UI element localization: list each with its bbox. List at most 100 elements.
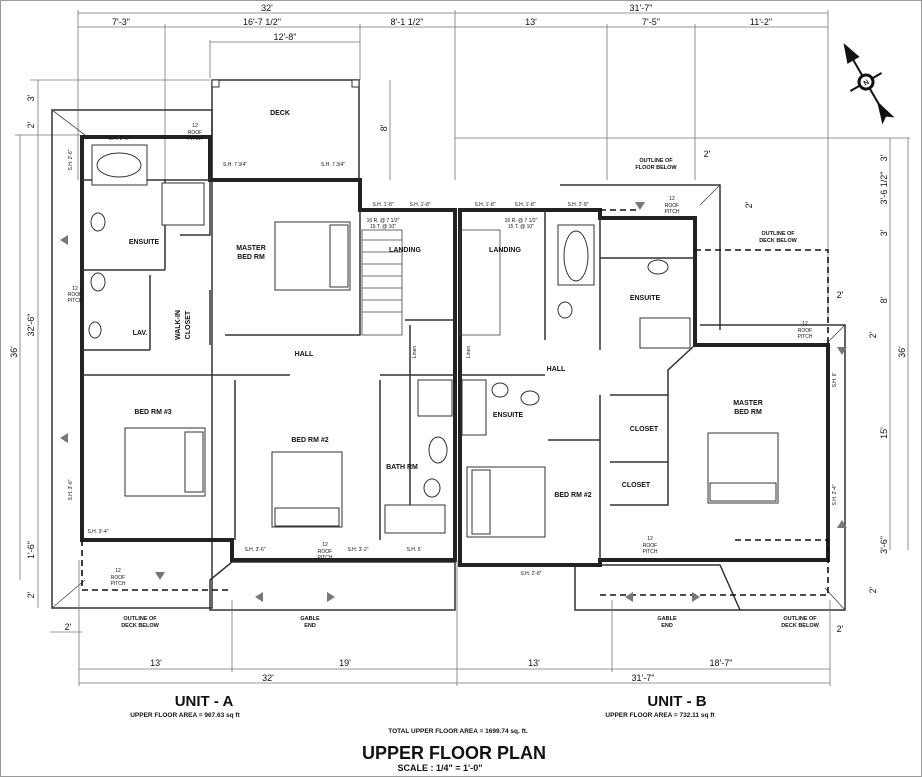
room-label-bed2-b: BED RM #2 [554, 492, 591, 499]
unit-b-area: UPPER FLOOR AREA = 732.11 sq ft [605, 712, 715, 719]
note-outline-floor-2: FLOOR BELOW [635, 165, 677, 171]
note-gable-b-2: END [661, 623, 673, 629]
dim-right-2c: 2' [837, 290, 844, 300]
room-label-walkin-a-2: CLOSET [185, 310, 192, 339]
roof-pitch-symbol: 12 ROOF PITCH [68, 286, 83, 304]
roof-pitch-symbol: 12 ROOF PITCH [643, 536, 658, 555]
room-label-hall-a: HALL [295, 351, 314, 358]
dim-left-bottom-2: 2' [65, 622, 72, 632]
roof-pitch-symbol: 12 ROOF PITCH [798, 321, 813, 340]
window-labels: S.H. 2'-6" S.H. 7 3/4" S.H. 7 3/4" S.H. … [68, 136, 838, 577]
dim-bot-b-2: 18'-7" [710, 658, 733, 668]
roof-pitch-label: ROOF [798, 328, 812, 334]
roof-pitch-number: 12 [192, 123, 198, 129]
fixtures [88, 144, 779, 538]
note-outline-deck-b-2: DECK BELOW [781, 623, 819, 629]
top-dimensions: 32' 7'-3" 16'-7 1/2" 8'-1 1/2" 12'-8" 31… [77, 3, 829, 320]
room-label-bath-a: BATH RM [386, 464, 418, 471]
unit-a-area: UPPER FLOOR AREA = 967.63 sq ft [130, 712, 240, 719]
dashed-outlines [81, 209, 829, 596]
dim-deck-8: 8' [379, 124, 389, 131]
dim-right-2b: 2' [868, 586, 878, 593]
note-outline-deck-b-top: OUTLINE OF [761, 231, 795, 237]
window-label: S.H. 7 3/4" [321, 162, 345, 168]
roof-pitch-label-2: PITCH [318, 555, 333, 561]
title-block: UNIT - A UPPER FLOOR AREA = 967.63 sq ft… [130, 693, 715, 773]
stair-risers-b: 16 R. @ 7 1/2" [505, 218, 538, 224]
roof-pitch-symbol: 12 ROOF PITCH [665, 196, 680, 215]
room-label-hall-b: HALL [547, 366, 566, 373]
window-label: S.H. 6' [832, 373, 838, 388]
roof-pitch-label-2: PITCH [111, 581, 126, 587]
room-label-walkin-a: WALK-IN [175, 310, 182, 340]
left-dimensions: 3' 2' 36' 32'-6" 1'-6" 2' 2' 8' [9, 79, 391, 633]
window-label: S.H. 3'-6" [68, 479, 74, 500]
dim-bot-b-1: 13' [528, 658, 540, 668]
unit-b-room-labels: LANDING ENSUITE HALL ENSUITE CLOSET CLOS… [412, 218, 763, 499]
dim-right-15: 15' [879, 427, 889, 439]
roof-pitch-symbol: 12 ROOF PITCH [111, 568, 126, 587]
dim-top-a-total: 32' [261, 3, 273, 13]
roof-outline [51, 109, 846, 611]
roof-pitch-number: 12 [647, 536, 653, 542]
dim-right-3a: 3' [879, 154, 889, 161]
stair-a [362, 239, 402, 313]
north-label: N [863, 79, 871, 88]
roof-pitch-symbol: 12 ROOF PITCH [318, 542, 333, 561]
room-label-deck: DECK [270, 110, 290, 117]
roof-pitch-number: 12 [72, 286, 78, 292]
dim-bot-a-total: 32' [262, 673, 274, 683]
roof-pitch-number: 12 [115, 568, 121, 574]
room-label-bed2-a: BED RM #2 [291, 437, 328, 444]
roof-pitch-label-2: PITCH [798, 334, 813, 340]
roof-pitch-label: ROOF [318, 549, 332, 555]
linen-label-b: Linen [466, 346, 472, 358]
dim-left-3: 3' [26, 94, 36, 101]
roof-pitch-label: ROOF [111, 575, 125, 581]
plan-title: UPPER FLOOR PLAN [362, 743, 546, 763]
dim-top-a-2: 16'-7 1/2" [243, 17, 281, 27]
room-label-master-b-2: BED RM [734, 409, 762, 416]
note-outline-floor: OUTLINE OF [639, 158, 673, 164]
bottom-dimensions: 13' 19' 32' 13' 18'-7" 31'-7" [78, 560, 831, 686]
unit-b-walls [458, 208, 830, 567]
dim-right-3b: 3' [879, 229, 889, 236]
roof-pitch-label: ROOF [643, 543, 657, 549]
unit-a-walls [80, 135, 457, 562]
dim-b-2-top: 2' [704, 149, 711, 159]
roof-pitch-label-2: PITCH [68, 298, 83, 304]
window-label: S.H. 1'-8" [514, 202, 535, 208]
window-label: S.H. 1'-8" [372, 202, 393, 208]
window-label: S.H. 1'-8" [474, 202, 495, 208]
room-label-closet-b-1: CLOSET [630, 426, 659, 433]
note-outline-deck-a: OUTLINE OF [123, 616, 157, 622]
dim-bot-b-total: 31'-7" [632, 673, 655, 683]
note-gable-a-2: END [304, 623, 316, 629]
stair-treads-b: 15 T. @ 10" [508, 224, 534, 230]
roof-pitch-label: ROOF [68, 292, 82, 298]
room-label-master-b: MASTER [733, 400, 763, 407]
note-outline-deck-b-top-2: DECK BELOW [759, 238, 797, 244]
dim-right-2d: 2' [837, 624, 844, 634]
roof-pitch-label: ROOF [665, 203, 679, 209]
window-label: S.H. 2'-6" [108, 136, 129, 142]
roof-pitch-number: 12 [322, 542, 328, 548]
window-label: S.H. 2'-8" [520, 571, 541, 577]
stair-treads-a: 15 T. @ 10" [370, 224, 396, 230]
dim-b-2-side: 2' [744, 201, 754, 208]
linen-label-a: Linen [412, 346, 418, 358]
dim-left-16: 1'-6" [26, 541, 36, 559]
plan-scale: SCALE : 1/4" = 1'-0" [398, 763, 483, 773]
dim-left-2a: 2' [26, 121, 36, 128]
note-gable-a: GABLE [300, 616, 320, 622]
dim-bot-a-1: 13' [150, 658, 162, 668]
window-label: S.H. 3'-6" [244, 547, 265, 553]
window-label: S.H. 2'-6" [68, 149, 74, 170]
window-label: S.H. 2'-8" [567, 202, 588, 208]
slope-arrow-icons [60, 202, 847, 602]
note-outline-deck-b: OUTLINE OF [783, 616, 817, 622]
note-gable-b: GABLE [657, 616, 677, 622]
roof-pitch-label: ROOF [188, 130, 202, 136]
dim-bot-a-2: 19' [339, 658, 351, 668]
dim-top-b-1: 13' [525, 17, 537, 27]
